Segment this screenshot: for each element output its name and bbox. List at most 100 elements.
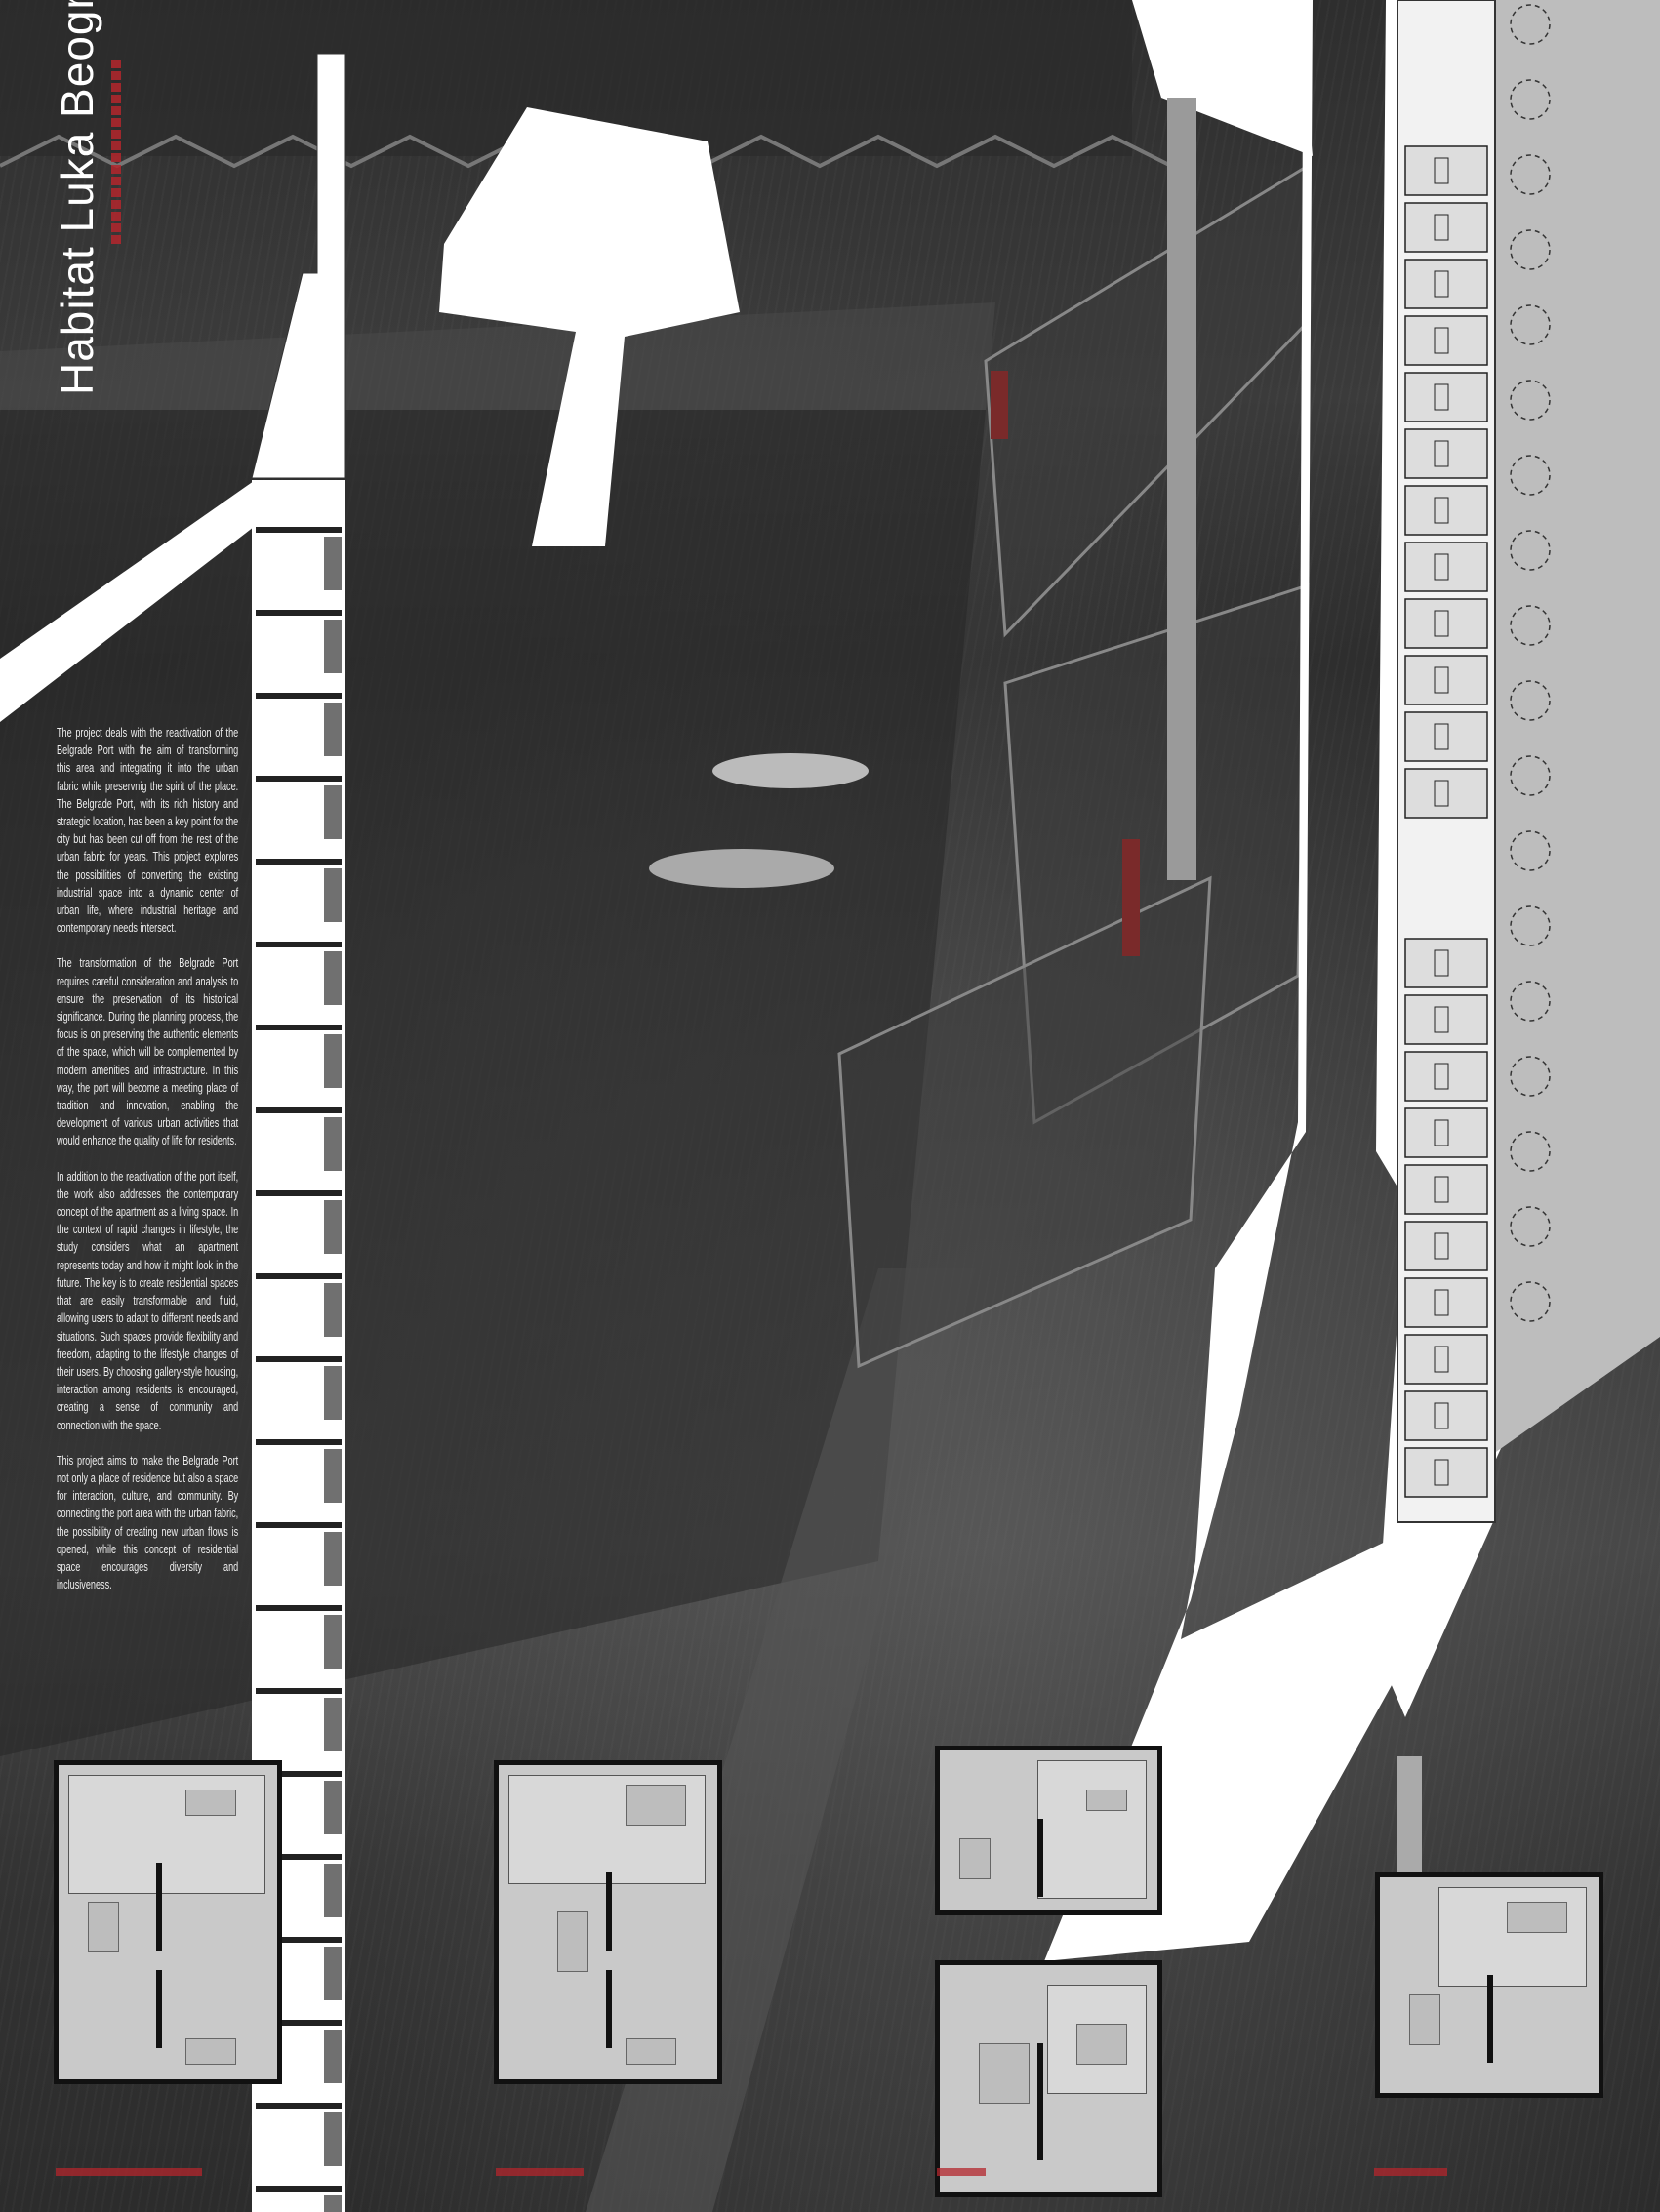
paragraph: In addition to the reactivation of the p… [57, 1168, 239, 1432]
apartment-unit [1404, 202, 1488, 253]
apartment-unit [1404, 542, 1488, 592]
red-element [991, 371, 1008, 439]
bath-core [1434, 949, 1449, 977]
tree-circle [1510, 1206, 1551, 1247]
apartment-unit [1404, 145, 1488, 196]
yacht [649, 849, 834, 888]
bath-core [1434, 497, 1449, 524]
paragraph: This project aims to make the Belgrade P… [57, 1452, 239, 1592]
bath-core [1434, 780, 1449, 807]
tree-circles [1510, 4, 1551, 1322]
bath-core [1434, 1459, 1449, 1486]
strip-window [324, 1283, 342, 1337]
strip-window [324, 1532, 342, 1586]
strip-joint [256, 1439, 342, 1445]
tree-circle [1510, 1131, 1551, 1172]
apartment-unit [1404, 655, 1488, 705]
bath-core [1434, 1346, 1449, 1373]
quay-steps [0, 302, 995, 410]
linear-plan-units [1404, 145, 1488, 1498]
strip-joint [256, 693, 342, 699]
paragraph: The project deals with the reactivation … [57, 725, 239, 936]
tree-circle [1510, 4, 1551, 45]
plan-caption-4 [1374, 2168, 1447, 2176]
apartment-unit [1404, 1164, 1488, 1215]
apartment-unit [1404, 259, 1488, 309]
strip-window [324, 868, 342, 922]
apartment-unit [1404, 1277, 1488, 1328]
bath-core [1434, 270, 1449, 298]
strip-joint [256, 1605, 342, 1611]
strip-window [324, 1117, 342, 1171]
promenade-band [0, 481, 254, 722]
strip-window [324, 1698, 342, 1751]
apartment-unit [1404, 315, 1488, 366]
tree-circle [1510, 380, 1551, 421]
strip-joint [256, 776, 342, 782]
plaza-shape [439, 107, 740, 546]
strip-window [324, 703, 342, 756]
strip-window [324, 1615, 342, 1669]
section-strip-cuts [256, 527, 342, 2212]
floor-plan-4 [935, 1960, 1162, 2197]
strip-joint [256, 2020, 342, 2026]
bath-core [1434, 610, 1449, 637]
strip-joint [256, 1854, 342, 1860]
tree-circle [1510, 981, 1551, 1022]
bath-core [1434, 214, 1449, 241]
apartment-unit [1404, 598, 1488, 649]
red-element [1122, 839, 1140, 956]
bath-core [1434, 1063, 1449, 1090]
strip-joint [256, 942, 342, 947]
strip-joint [256, 2103, 342, 2109]
strip-window [324, 1366, 342, 1420]
floor-plan-3 [935, 1746, 1162, 1915]
apartment-unit [1404, 1390, 1488, 1441]
apartment-unit [1404, 1051, 1488, 1102]
strip-window [324, 2195, 342, 2212]
strip-joint [256, 1688, 342, 1694]
floor-plan-5 [1375, 1872, 1603, 2098]
bath-core [1434, 1289, 1449, 1316]
strip-window [324, 1864, 342, 1917]
bath-core [1434, 723, 1449, 750]
strip-joint [256, 1273, 342, 1279]
connector [1397, 1756, 1422, 1873]
plan-caption-2 [496, 2168, 584, 2176]
strip-joint [256, 1190, 342, 1196]
plan-caption-1 [56, 2168, 202, 2176]
park-shape-top [1132, 0, 1313, 156]
apartment-unit [1404, 1107, 1488, 1158]
bath-core [1434, 1006, 1449, 1033]
tree-circle [1510, 229, 1551, 270]
tree-circle [1510, 830, 1551, 871]
tree-circle [1510, 755, 1551, 796]
strip-joint [256, 1771, 342, 1777]
bath-core [1434, 666, 1449, 694]
apartment-unit [1404, 1334, 1488, 1385]
strip-joint [256, 1356, 342, 1362]
strip-window [324, 620, 342, 673]
apartment-unit [1404, 428, 1488, 479]
bath-core [1434, 440, 1449, 467]
bath-core [1434, 1402, 1449, 1429]
poster-subtitle [111, 59, 123, 244]
apartment-unit [1404, 768, 1488, 819]
strip-window [324, 951, 342, 1005]
strip-window [324, 537, 342, 590]
apartment-unit [1404, 485, 1488, 536]
plan-caption-3 [937, 2168, 986, 2176]
housing-frame [837, 163, 1310, 1369]
floor-plan-2 [494, 1760, 722, 2084]
apartment-unit [1404, 1221, 1488, 1271]
bath-core [1434, 383, 1449, 411]
bridge-strip [251, 53, 346, 479]
strip-window [324, 2030, 342, 2083]
floor-plan-1 [54, 1760, 282, 2084]
tree-circle [1510, 304, 1551, 345]
poster-title: Habitat Luka Beograd [52, 0, 102, 395]
tree-circle [1510, 680, 1551, 721]
yacht [712, 753, 869, 788]
strip-joint [256, 859, 342, 865]
apartment-unit [1404, 372, 1488, 422]
